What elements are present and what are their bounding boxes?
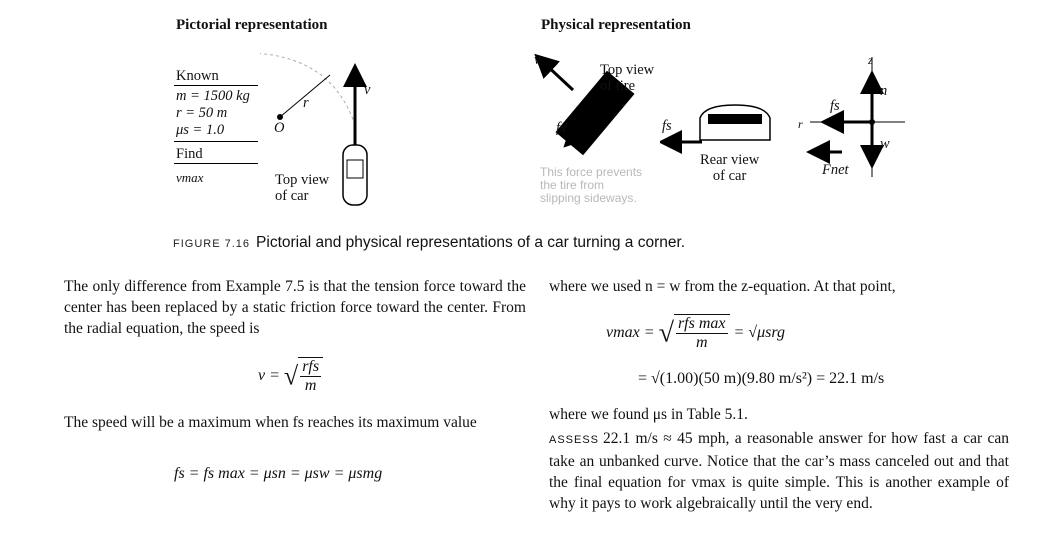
rear-car-diagram: [660, 104, 771, 154]
car-windshield: [346, 159, 364, 179]
known-mu: μs = 1.0: [176, 122, 225, 138]
label-w: w: [880, 136, 890, 152]
fbd-fs-label: fs: [830, 98, 840, 114]
left-paragraph-2: The speed will be a maximum when fs reac…: [64, 414, 477, 431]
radius-line: [279, 74, 331, 118]
eq-v-den: m: [304, 377, 317, 394]
figure-caption: FIGURE 7.16 Pictorial and physical repres…: [173, 234, 685, 252]
find-vmax: vmax: [176, 170, 204, 185]
top-view-car-label: Top view of car: [275, 172, 330, 204]
pictorial-diagram: [260, 53, 368, 206]
left-paragraph-1: The only difference from Example 7.5 is …: [64, 278, 526, 337]
sqrt-symbol: √: [283, 361, 299, 391]
physical-title: Physical representation: [541, 17, 691, 33]
tire-v-label: v: [534, 52, 541, 68]
free-body-diagram: [806, 57, 905, 177]
eq-vmax-lhs: vmax =: [606, 324, 655, 342]
rear-view-car-label: Rear view of car: [700, 152, 760, 184]
eq-v-num: rfs: [300, 358, 322, 377]
tire-fs-label: fs: [556, 120, 566, 136]
turn-arc: [260, 53, 356, 126]
find-rule-top: [174, 141, 258, 142]
right-paragraph-1: where we used n = w from the z-equation.…: [549, 278, 896, 295]
label-Fnet: Fnet: [822, 162, 849, 178]
known-rule: [174, 85, 258, 86]
tire-diagram: [534, 53, 635, 156]
label-r: r: [303, 95, 309, 111]
label-z: z: [868, 53, 873, 67]
known-radius: r = 50 m: [176, 105, 228, 121]
equation-fs: fs = fs max = μsn = μsw = μsmg: [174, 465, 383, 482]
tire-note: This force prevents the tire from slippi…: [540, 165, 643, 205]
find-heading: Find: [176, 146, 203, 162]
sqrt-symbol-2: √: [658, 317, 674, 349]
particle-dot: [869, 119, 875, 125]
eq-vmax-num: rfs max: [675, 315, 728, 334]
label-n: n: [880, 83, 888, 99]
assess-label: ASSESS: [549, 434, 600, 446]
find-rule: [174, 163, 258, 164]
figure-number: FIGURE 7.16: [173, 238, 251, 250]
label-v: v: [364, 82, 371, 98]
eq-v-lhs: v =: [258, 367, 280, 385]
tire-velocity-arrow: [534, 53, 575, 92]
right-paragraph-2: where we found μs in Table 5.1.: [549, 406, 748, 423]
car-rear-window: [708, 114, 762, 124]
label-O: O: [274, 120, 285, 136]
caption-text: Pictorial and physical representations o…: [256, 234, 686, 251]
assess-text: 22.1 m/s ≈ 45 mph, a reasonable answer f…: [549, 430, 1009, 512]
pictorial-title: Pictorial representation: [176, 17, 328, 33]
tire-friction-arrow: [563, 127, 584, 148]
top-view-tire-label: Top view of tire: [600, 62, 655, 94]
car-fs-label: fs: [662, 118, 672, 134]
known-mass: m = 1500 kg: [176, 88, 250, 104]
equation-vmax-value: = √(1.00)(50 m)(9.80 m/s²) = 22.1 m/s: [638, 370, 885, 387]
label-r-axis: r: [798, 117, 803, 131]
eq-vmax-den: m: [695, 334, 708, 351]
known-heading: Known: [176, 68, 219, 84]
eq-vmax-rhs: = √μsrg: [733, 324, 785, 342]
